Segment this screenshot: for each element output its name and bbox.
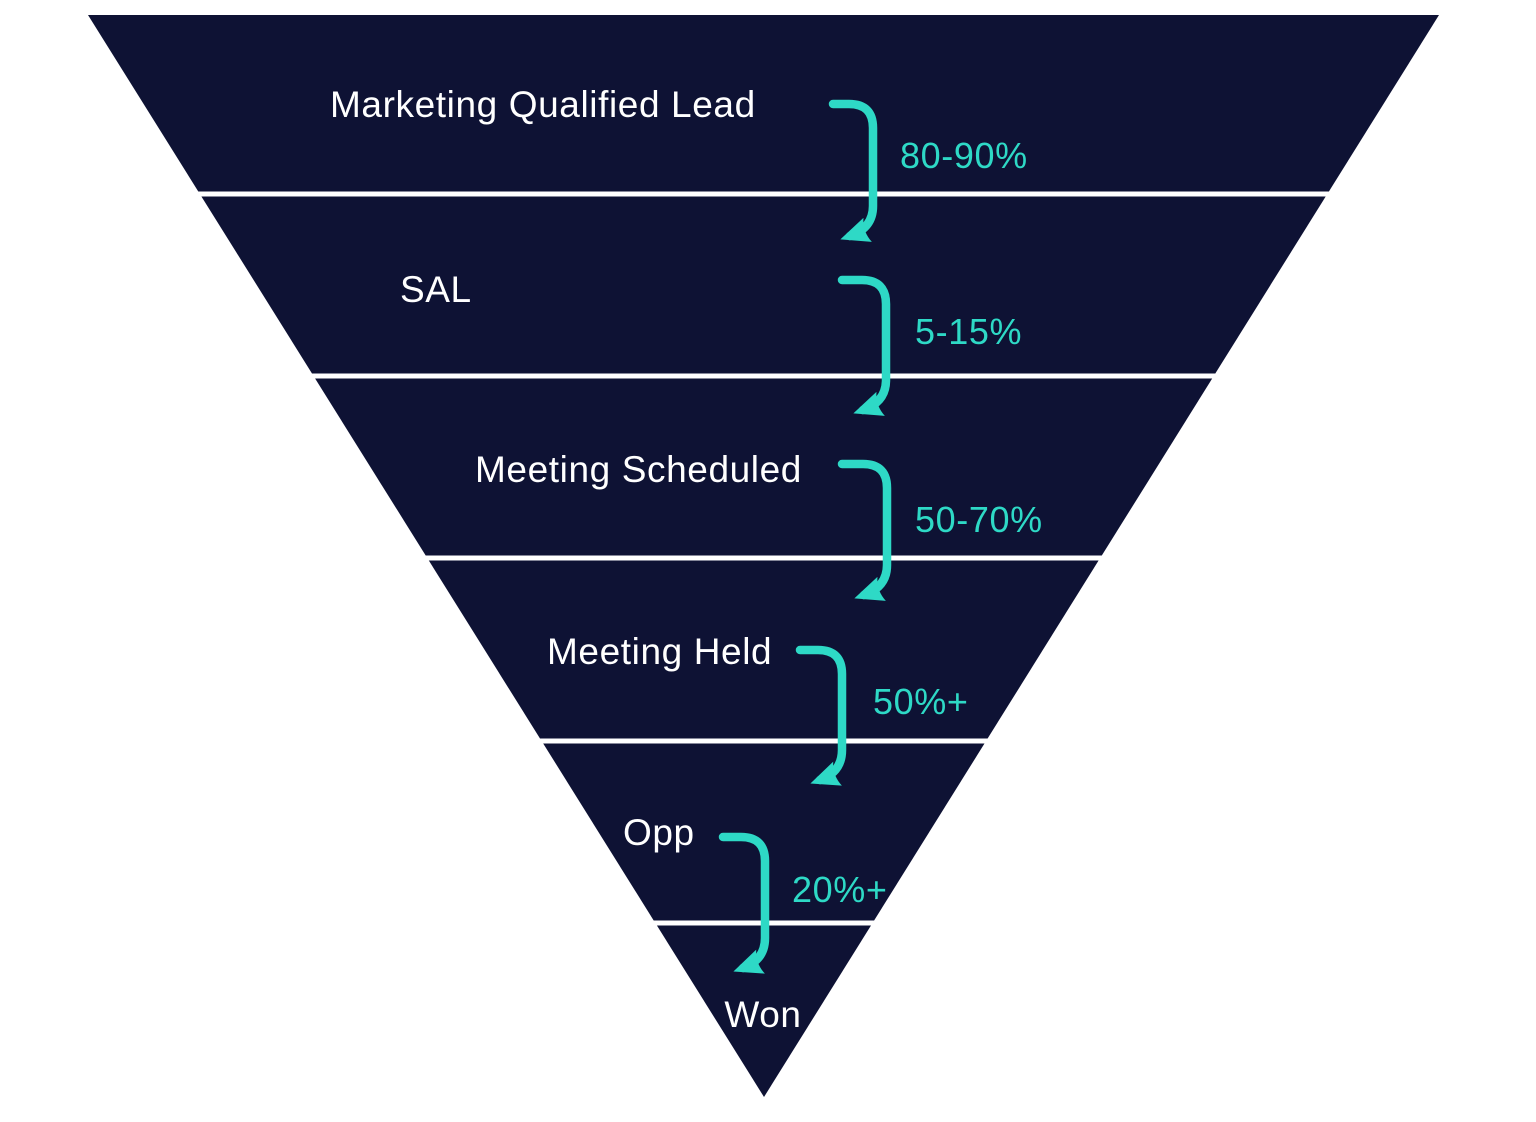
conversion-arrow-mql-to-sal [828,99,878,242]
funnel-band-opp [543,743,985,921]
conversion-rate-mql-to-sal: 80-90% [900,135,1028,176]
conversion-rate-meeting-scheduled-to-held: 50-70% [915,499,1043,540]
stage-label-mql: Marketing Qualified Lead [330,84,756,125]
funnel-band-mql [88,15,1439,192]
funnel-band-meeting-scheduled [315,378,1213,556]
funnel-bands [88,15,1439,1097]
conversion-arrow-sal-to-meeting-scheduled [837,275,891,416]
conversion-rate-sal-to-meeting-scheduled: 5-15% [915,311,1023,352]
stage-label-won: Won [724,994,802,1035]
conversion-arrow-meeting-scheduled-to-held [837,459,892,601]
conversion-rate-opp-to-won: 20%+ [792,869,888,910]
funnel-band-meeting-held [428,560,1099,739]
conversion-rate-held-to-opp: 50%+ [873,681,969,722]
stage-label-meeting-held: Meeting Held [547,631,773,672]
funnel-band-won [656,925,871,1097]
stage-label-opp: Opp [623,812,695,853]
stage-label-sal: SAL [400,269,472,310]
conversion-arrow-held-to-opp [795,645,847,786]
funnel-band-sal [201,196,1326,374]
conversion-arrow-opp-to-won [718,832,770,974]
stage-label-meeting-scheduled: Meeting Scheduled [475,449,802,490]
conversion-arrows [718,99,892,974]
